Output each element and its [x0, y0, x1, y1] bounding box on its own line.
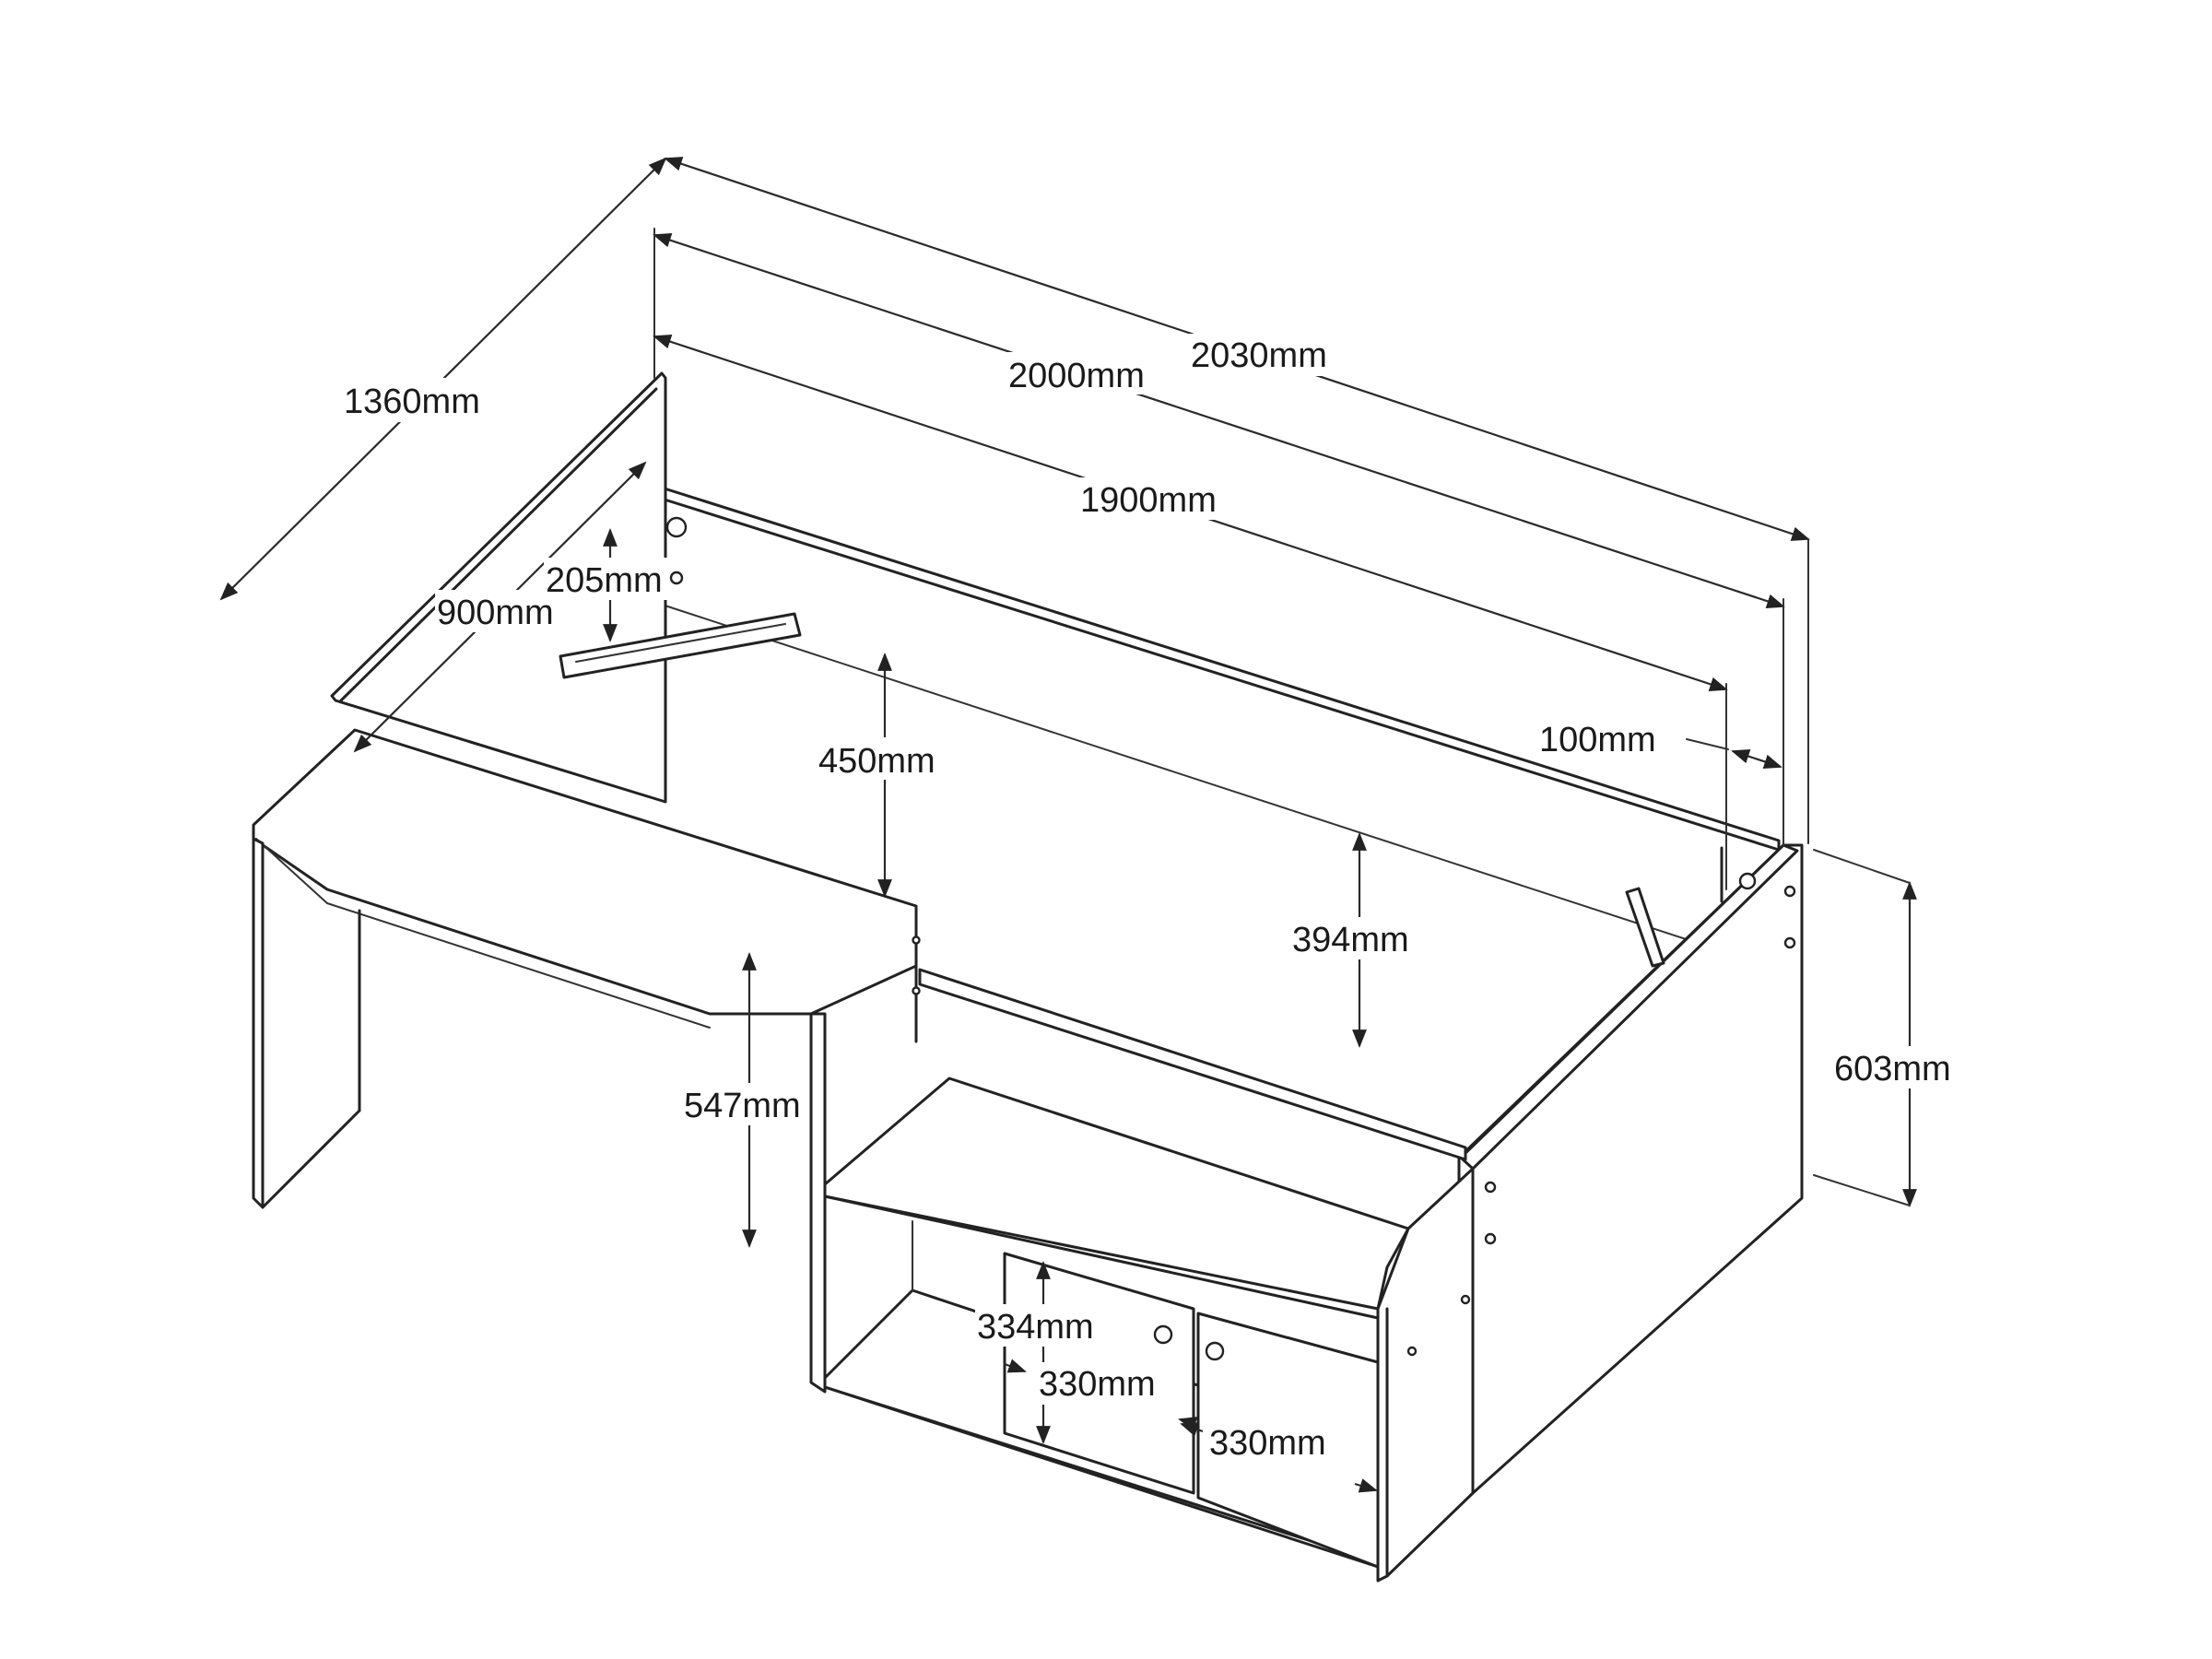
dimension-labels: 1360mm 2030mm 2000mm 1900mm 900mm 205mm …: [339, 334, 1959, 1464]
desk-screw-hole-1: [912, 935, 921, 945]
gas-strut: [1625, 887, 1665, 968]
label-overall-depth: 1360mm: [344, 382, 480, 421]
dim-line-door-left: [1004, 1359, 1027, 1373]
cabinet-side-hole-2: [1406, 1346, 1418, 1357]
label-desk-height: 547mm: [684, 1087, 801, 1125]
dim-leader-end-gap: [1686, 738, 1729, 750]
dim-line-door-right-2: [1354, 1478, 1378, 1493]
foot-screw-hole-4: [1484, 1232, 1497, 1245]
ext-603-top: [1813, 849, 1911, 884]
cabinet-front-top-edge: [823, 1194, 1380, 1320]
label-rail-drop: 205mm: [546, 561, 663, 600]
label-door-width-left: 330mm: [1039, 1365, 1156, 1404]
label-shelf-height: 334mm: [977, 1308, 1094, 1347]
label-end-gap: 100mm: [1539, 721, 1656, 759]
headboard-hole-2: [669, 571, 684, 585]
foot-top-rail: [1459, 843, 1799, 1171]
label-desk-length: 900mm: [437, 594, 554, 632]
desk-top-front-edge: [255, 838, 328, 904]
ext-603-bottom: [1813, 1174, 1911, 1206]
label-door-width-right: 330mm: [1209, 1424, 1326, 1463]
label-desk-to-frame-height: 450mm: [818, 742, 935, 781]
label-mattress-depth: 394mm: [1292, 921, 1409, 959]
side-rail: [918, 968, 1467, 1161]
back-rail: [648, 482, 1781, 852]
headboard-hole-1: [665, 516, 688, 538]
label-bed-height: 603mm: [1834, 1050, 1951, 1088]
foot-upright-hole: [1738, 872, 1757, 890]
cabinet-bottom-front-edge: [823, 1385, 1380, 1569]
desk-left-leg-back: [261, 1109, 361, 1209]
foot-end-panel: [1457, 843, 1804, 1495]
cabinet-side-hole-1: [1460, 1294, 1471, 1305]
dim-line-door-right: [1180, 1422, 1204, 1437]
desk-top-front-edge-2: [326, 902, 711, 1029]
desk-right-support: [809, 1012, 827, 1394]
label-frame-length: 2000mm: [1008, 357, 1145, 395]
label-overall-length: 2030mm: [1191, 336, 1327, 375]
dim-line-end-gap: [1731, 749, 1783, 769]
door-knob-left: [1153, 1324, 1173, 1345]
bed-structure: [252, 371, 1804, 1583]
foot-screw-hole-2: [1783, 936, 1796, 949]
foot-screw-hole-1: [1783, 885, 1796, 898]
desk-screw-hole-2: [912, 986, 921, 995]
door-knob-right: [1205, 1341, 1225, 1361]
foot-screw-hole-3: [1484, 1181, 1497, 1194]
label-mattress-length: 1900mm: [1080, 481, 1217, 520]
desk-left-leg: [252, 837, 265, 1209]
